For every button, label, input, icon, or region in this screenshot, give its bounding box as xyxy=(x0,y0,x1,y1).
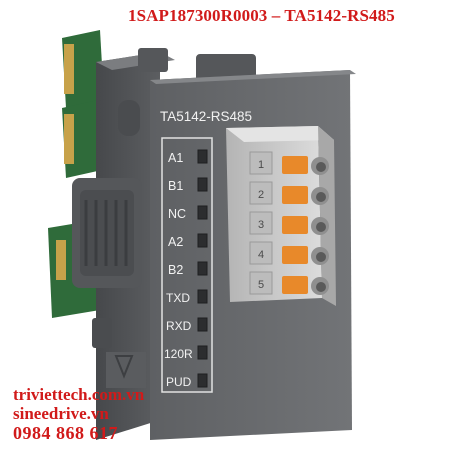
module-housing xyxy=(72,48,256,440)
watermark-website-2: sineedrive.vn xyxy=(13,404,109,423)
port-label-120r: 120R xyxy=(164,347,193,361)
port-label-txd: TXD xyxy=(166,291,190,305)
terminal-clamps[interactable] xyxy=(282,156,308,294)
port-label-b2: B2 xyxy=(168,263,183,277)
terminal-number-5: 5 xyxy=(258,279,264,291)
port-label-rxd: RXD xyxy=(166,319,192,333)
port-label-pud: PUD xyxy=(166,375,192,389)
port-label-b1: B1 xyxy=(168,179,183,193)
status-leds xyxy=(197,149,208,388)
port-label-nc: NC xyxy=(168,207,186,221)
watermark-website-1: triviettech.com.vn xyxy=(13,385,145,404)
terminal-number-2: 2 xyxy=(258,189,264,201)
watermark-phone: 0984 868 617 xyxy=(13,423,118,443)
terminal-block: 1 2 3 4 5 xyxy=(226,126,336,306)
terminal-number-1: 1 xyxy=(258,159,264,171)
terminal-number-4: 4 xyxy=(258,249,264,261)
port-label-a2: A2 xyxy=(168,235,183,249)
page-title: 1SAP187300R0003 – TA5142-RS485 xyxy=(128,6,395,25)
terminal-number-3: 3 xyxy=(258,219,264,231)
port-label-box xyxy=(161,137,213,393)
port-labels: A1 B1 NC A2 B2 TXD RXD 120R PUD xyxy=(164,151,193,389)
model-label: TA5142-RS485 xyxy=(160,109,252,124)
port-label-a1: A1 xyxy=(168,151,183,165)
